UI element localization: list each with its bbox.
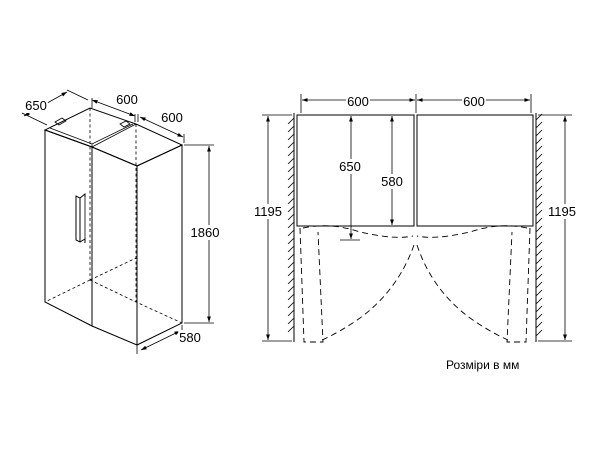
plan-width-600-right-label: 600 [463,94,485,109]
iso-depth-580-label: 580 [179,330,201,345]
plan-depth-1195-left-label: 1195 [254,204,282,219]
iso-width-600-right-label: 600 [161,110,183,125]
label-background [253,204,283,219]
plan-depth-580-label: 580 [381,174,403,189]
iso-top-divider [91,123,137,148]
plan-dim-1195-right [538,114,572,342]
iso-dim-600-b [137,114,185,143]
iso-hidden-edges [44,108,183,324]
plan-depth-650-label: 650 [339,159,361,174]
iso-hinge-right [119,120,131,128]
plan-left-door-open [299,225,415,343]
label-background [462,94,486,109]
plan-wall-left [287,113,295,342]
plan-depth-1195-right-label: 1195 [548,204,576,219]
label-background [24,98,48,113]
plan-dim-1195-left [262,114,292,342]
plan-view [262,94,572,343]
iso-fridge-view [21,89,214,354]
iso-side-panel [136,144,183,346]
label-background [160,110,184,125]
iso-dim-600-a [91,98,136,122]
label-background [380,174,404,189]
label-background [178,330,202,345]
plan-wall-right [535,113,543,342]
iso-depth-650-label: 650 [25,98,47,113]
iso-door-handle [75,192,86,243]
plan-width-600-left-label: 600 [347,94,369,109]
iso-hinge-left [54,117,67,126]
label-background [346,94,370,109]
iso-dim-580 [136,325,183,354]
iso-right-unit-outline [91,146,138,346]
plan-dim-650 [340,116,360,241]
label-backgrounds [24,92,577,345]
label-background [547,204,577,219]
label-background [338,159,362,174]
units-caption: Розміри в мм [446,358,520,372]
label-background [115,92,139,107]
plan-right-unit [416,114,534,227]
plan-right-door-open [416,225,531,343]
label-background [189,225,221,240]
iso-top-inner-edge [49,123,134,150]
iso-height-1860-label: 1860 [191,225,220,240]
iso-width-600-left-label: 600 [116,92,138,107]
